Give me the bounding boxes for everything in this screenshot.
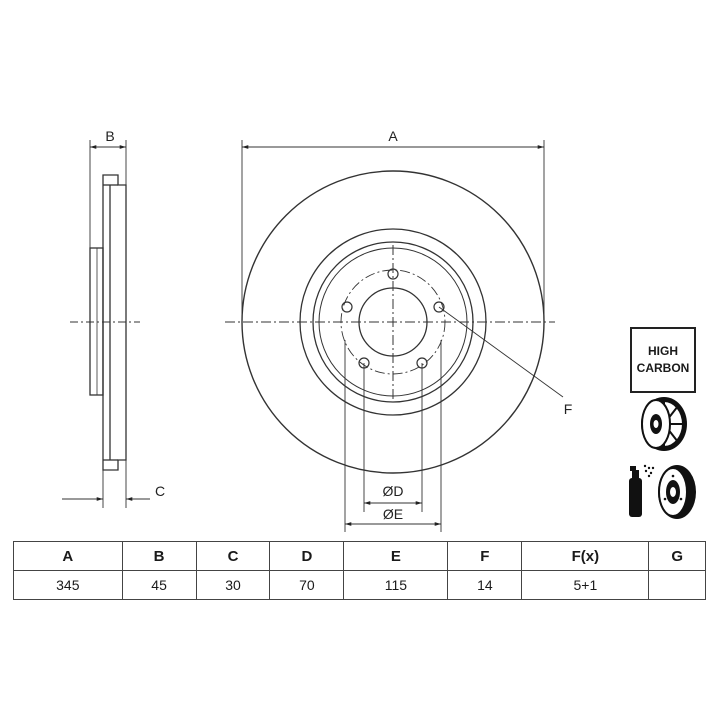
value-cell: 14 — [447, 570, 523, 600]
dim-label-f: F — [564, 401, 573, 417]
dim-label-e: ØE — [383, 506, 403, 522]
header-cell: B — [121, 541, 197, 571]
value-cell: 5+1 — [521, 570, 650, 600]
badge-line-1: HIGH — [648, 344, 678, 358]
header-cell: F — [447, 541, 523, 571]
badge-line-2: CARBON — [636, 361, 690, 375]
value-cell — [648, 570, 706, 600]
header-cell: C — [195, 541, 271, 571]
high-carbon-badge: HIGH CARBON — [630, 327, 696, 393]
brake-disc-drawing: B C A F ØD — [62, 128, 696, 532]
dim-label-c: C — [155, 483, 165, 499]
header-cell: A — [13, 541, 123, 571]
value-cell: 70 — [269, 570, 345, 600]
spec-table: A B C D E F F(x) G 345 45 30 70 115 14 5… — [13, 541, 706, 600]
header-cell: G — [648, 541, 706, 571]
dim-label-d: ØD — [383, 483, 404, 499]
side-view — [62, 140, 150, 508]
table-row: 345 45 30 70 115 14 5+1 — [13, 570, 706, 600]
value-cell: 115 — [343, 570, 449, 600]
table-header-row: A B C D E F F(x) G — [13, 541, 706, 571]
vented-disc-icon — [641, 397, 687, 451]
value-cell: 30 — [195, 570, 271, 600]
dim-label-b: B — [105, 128, 114, 144]
front-view — [225, 140, 564, 532]
value-cell: 45 — [121, 570, 197, 600]
header-cell: D — [269, 541, 345, 571]
cleaning-spray-icon — [629, 464, 696, 519]
header-cell: E — [343, 541, 449, 571]
header-cell: F(x) — [521, 541, 650, 571]
dim-label-a: A — [388, 128, 398, 144]
value-cell: 345 — [13, 570, 123, 600]
